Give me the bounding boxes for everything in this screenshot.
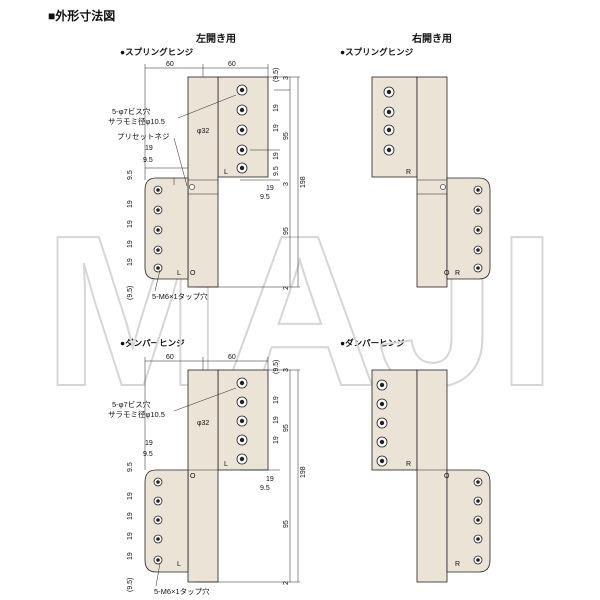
column-heading-right: 右開き用 [412,34,452,45]
tap-holes [473,477,483,565]
dim-19-c: 19 [273,436,280,444]
dim-95-upper: 95 [283,424,290,432]
screw-holes [376,379,388,467]
section-heading-spring-right: ●スプリングヒンジ [340,47,414,57]
mark-O: O [190,270,196,277]
mark-R-upper: R [406,461,411,468]
mark-L-lower: L [177,561,181,568]
tap-holes [473,185,483,273]
dim-9.5-lower-h: 9.5 [143,157,153,164]
dim-phi32: φ32 [197,420,209,427]
dim-60-right: 60 [228,61,236,68]
dim-phi32: φ32 [197,128,209,135]
dim-19-left-d: 19 [127,258,134,266]
screw-holes [236,377,248,465]
mark-L-upper: L [224,461,228,468]
lower-leaf [446,469,491,573]
dim-19-lower-h: 19 [145,440,153,447]
dim-3-top: 3 [283,76,290,80]
dim-198: 198 [300,466,307,478]
damper-hinge-right: R O R [371,369,491,583]
spring-hinge-right: R O R [371,76,491,288]
note-tap-hole: 5-M6×1タップ穴 [154,586,210,596]
dim-9.5-h: 9.5 [260,194,270,201]
dim-9.5p-left: (9.5) [127,286,134,300]
mark-R-lower: R [455,270,460,277]
barrel [187,76,219,288]
dim-19-left-b: 19 [127,220,134,228]
dim-19-lower-h: 19 [145,145,153,152]
column-heading-left: 左開き用 [196,34,236,45]
dim-19-left-a: 19 [127,200,134,208]
dim-9.5-upper: 9.5 [273,166,280,176]
section-heading-damper-left: ●ダンパーヒンジ [120,338,185,348]
dim-95-lower: 95 [283,520,290,528]
dim-3-mid: 3 [283,182,290,186]
mark-L-upper: L [224,169,228,176]
barrel [416,369,448,583]
dim-19-left-d: 19 [127,552,134,560]
dim-9.5-h: 9.5 [260,485,270,492]
dim-19-left-b: 19 [127,512,134,520]
upper-leaf [371,76,418,178]
preset-screw [189,184,195,190]
dim-9.5-left: 9.5 [127,462,134,472]
dim-19-b: 19 [273,124,280,132]
dim-60-right: 60 [228,354,236,361]
dim-19-h: 19 [266,476,274,483]
section-heading-damper-right: ●ダンパーヒンジ [340,338,405,348]
lower-leaf [144,177,189,280]
damper-hinge-left: L O L 60 60 φ32 (9.5) 3 19 19 95 19 198 … [108,354,307,596]
dim-19-h: 19 [266,185,274,192]
dim-2: 2 [283,286,290,290]
dim-19-left-c: 19 [127,240,134,248]
section-heading-spring-left: ●スプリングヒンジ [120,47,194,57]
note-tap-hole: 5-M6×1タップ穴 [152,291,208,301]
note-countersink: サラモミ径φ10.5 [108,409,165,419]
note-countersink: サラモミ径φ10.5 [108,116,165,126]
lower-leaf [446,177,491,280]
barrel [416,76,448,288]
note-screw-hole: 5-φ7ビス穴 [112,399,151,409]
note-preset-screw: プリセットネジ [117,132,170,141]
mark-L-lower: L [177,270,181,277]
screw-holes [383,86,395,156]
dim-198: 198 [300,176,307,188]
dim-3-top: 3 [283,368,290,372]
dim-19-a: 19 [273,396,280,404]
lower-leaf [144,469,189,573]
dim-60-left: 60 [166,61,174,68]
mark-R-upper: R [406,169,411,176]
dim-9.5p-top: (9.5) [273,68,280,82]
dim-9.5p-top: (9.5) [273,360,280,374]
mark-O: O [190,473,196,480]
dim-9.5-lower-h: 9.5 [143,451,153,458]
dim-19-b: 19 [273,416,280,424]
dim-9.5-left: 9.5 [127,170,134,180]
screw-holes [236,84,248,174]
tap-holes [153,185,163,273]
dim-19-a: 19 [273,104,280,112]
dim-9.5p-left: (9.5) [127,578,134,592]
mark-O: O [444,473,450,480]
dim-95-lower: 95 [283,227,290,235]
tap-holes [153,477,163,565]
dim-19-left-c: 19 [127,532,134,540]
mark-O: O [444,270,450,277]
dim-60-left: 60 [166,354,174,361]
note-screw-hole: 5-φ7ビス穴 [112,106,151,116]
spring-hinge-left: L L O 60 60 φ32 (9.5) 3 19 19 95 19 9.5 … [108,61,307,301]
dim-19-left-a: 19 [127,492,134,500]
dim-19-c: 19 [273,152,280,160]
page-title: ■外形寸法図 [48,9,116,23]
mark-R-lower: R [455,561,460,568]
dim-95-upper: 95 [283,132,290,140]
dim-2: 2 [283,581,290,585]
